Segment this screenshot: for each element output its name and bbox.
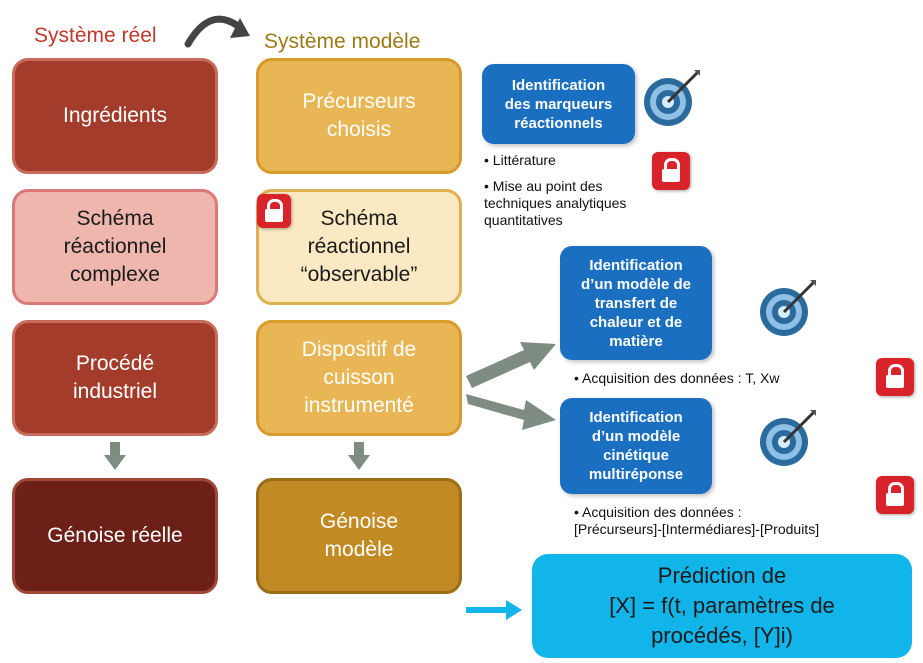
target-icon [644, 70, 700, 126]
box-industrial-process: Procédé industriel [12, 320, 218, 436]
id-heat-mass-transfer-model: Identification d’un modèle de transfert … [560, 246, 712, 360]
id-kinetic-multiresponse-model: Identification d’un modèle cinétique mul… [560, 398, 712, 494]
box-ingredients: Ingrédients [12, 58, 218, 174]
target-icon [760, 280, 816, 336]
box-complex-reaction-scheme: Schéma réactionnel complexe [12, 189, 218, 305]
lock-icon [652, 152, 690, 190]
bullet-analytical-techniques: • Mise au point des techniques analytiqu… [484, 178, 627, 228]
diagonal-arrow-icon [466, 342, 556, 430]
box-real-genoise: Génoise réelle [12, 478, 218, 594]
box-instrumented-cooking-device: Dispositif de cuisson instrumenté [256, 320, 462, 436]
id-reaction-markers: Identification des marqueurs réactionnel… [482, 64, 635, 144]
lock-icon [876, 358, 914, 396]
lock-icon [876, 476, 914, 514]
down-arrow-icon [104, 442, 126, 470]
bullet-literature: • Littérature [484, 152, 556, 168]
box-model-genoise: Génoise modèle [256, 478, 462, 594]
curved-arrow-icon [184, 15, 250, 48]
target-icon [760, 410, 816, 466]
lock-icon [257, 194, 291, 228]
prediction-box: Prédiction de [X] = f(t, paramètres de p… [532, 554, 912, 658]
box-chosen-precursors: Précurseurs choisis [256, 58, 462, 174]
header-model-system: Système modèle [264, 30, 421, 53]
header-real-system: Système réel [34, 24, 157, 47]
down-arrow-icon [348, 442, 370, 470]
bullet-data-acquisition-concentrations: • Acquisition des données : [Précurseurs… [574, 504, 820, 537]
bullet-data-acquisition-t-xw: • Acquisition des données : T, Xw [574, 370, 780, 386]
right-arrow-icon [466, 600, 522, 620]
